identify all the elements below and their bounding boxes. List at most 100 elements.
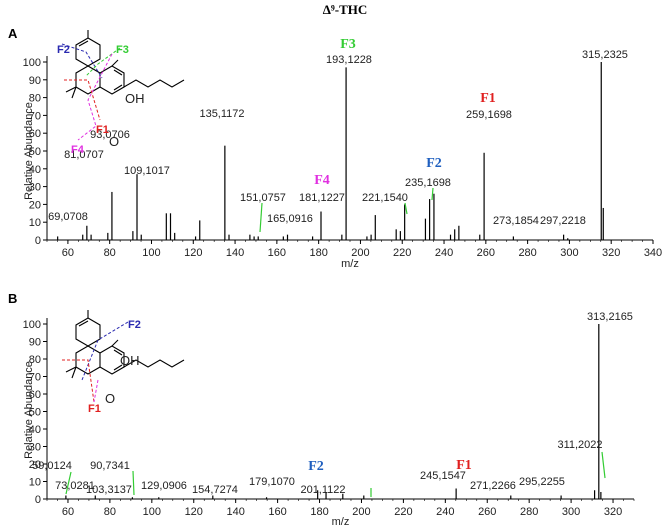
peak-label: 81,0707 xyxy=(64,149,104,161)
gem-methyl-bond xyxy=(71,86,77,99)
structure-label-o: O xyxy=(109,134,119,149)
f1-cleavage-line xyxy=(93,379,99,403)
x-tick-label: 220 xyxy=(394,506,412,518)
y-tick-label: 40 xyxy=(29,164,41,176)
peak-label: 201,1122 xyxy=(300,484,345,496)
y-tick-label: 70 xyxy=(29,110,41,122)
structure-label-o: O xyxy=(105,391,115,406)
y-tick-label: 50 xyxy=(29,146,41,158)
y-tick-label: 0 xyxy=(35,494,41,506)
y-axis-label: Relative Abundance xyxy=(23,102,35,200)
peak-label: 221,1540 xyxy=(362,192,408,204)
peak-label: 135,1172 xyxy=(199,108,244,120)
f1-cleavage-line xyxy=(64,79,101,121)
y-tick-label: 90 xyxy=(29,75,41,87)
structure-label-f4: F4 xyxy=(71,144,85,156)
peak-label: 315,2325 xyxy=(582,49,628,61)
aromatic-ring xyxy=(99,65,125,95)
x-tick-label: 200 xyxy=(352,506,370,518)
peak-label: 109,1017 xyxy=(124,165,170,177)
f2-cleavage-line xyxy=(81,321,129,381)
peak-label: 90,7341 xyxy=(90,460,130,472)
structure-label-f1: F1 xyxy=(96,124,109,136)
gem-methyl-bond xyxy=(65,366,77,373)
peak-label-leader xyxy=(132,470,135,496)
x-tick-label: 260 xyxy=(477,247,495,259)
y-tick-label: 0 xyxy=(35,235,41,247)
x-tick-label: 220 xyxy=(393,247,411,259)
x-tick-label: 280 xyxy=(520,506,538,518)
peak-label: 181,1227 xyxy=(299,192,345,204)
double-bond xyxy=(78,320,89,327)
y-tick-label: 60 xyxy=(29,128,41,140)
peak-label: 259,1698 xyxy=(466,109,512,121)
peak-label: 73,0281 xyxy=(55,480,95,492)
peak-label-leader xyxy=(404,202,408,215)
cyclohexene-ring xyxy=(75,37,101,67)
aromatic-ring xyxy=(99,345,125,375)
fragment-label-f3: F3 xyxy=(340,37,356,52)
y-tick-label: 100 xyxy=(23,319,41,331)
structure-label-f2: F2 xyxy=(128,319,141,331)
structure-label-f3: F3 xyxy=(116,44,129,56)
peak-label-leader xyxy=(431,187,434,201)
x-tick-label: 140 xyxy=(226,247,244,259)
molecule-structure xyxy=(61,30,185,141)
peak-label-leader xyxy=(601,451,606,479)
y-tick-label: 70 xyxy=(29,372,41,384)
pentyl-chain xyxy=(123,359,185,368)
peak-label: 93,0706 xyxy=(90,129,130,141)
x-axis-label: m/z xyxy=(341,258,359,270)
y-tick-label: 50 xyxy=(29,407,41,419)
peak-label: 313,2165 xyxy=(587,311,633,323)
x-tick-label: 280 xyxy=(518,247,536,259)
panel-label: B xyxy=(8,291,17,306)
x-tick-label: 160 xyxy=(268,247,286,259)
peak-label: 295,2255 xyxy=(519,476,565,488)
panel-label: A xyxy=(8,26,18,41)
double-bond xyxy=(78,40,89,47)
x-tick-label: 80 xyxy=(104,506,116,518)
f3-cleavage-line xyxy=(85,47,121,77)
x-tick-label: 100 xyxy=(142,247,160,259)
x-tick-label: 300 xyxy=(562,506,580,518)
structure-label-f1: F1 xyxy=(88,403,101,415)
hydroxyl-bond xyxy=(111,339,119,347)
x-tick-label: 180 xyxy=(309,247,327,259)
peak-label: 179,1070 xyxy=(249,476,295,488)
peak-label: 103,3137 xyxy=(86,484,132,496)
structure-label-f2: F2 xyxy=(57,44,70,56)
y-tick-label: 30 xyxy=(29,182,41,194)
fragment-label-f2: F2 xyxy=(308,459,324,474)
y-tick-label: 60 xyxy=(29,389,41,401)
fragment-label-f2: F2 xyxy=(426,156,442,171)
f2-cleavage-line xyxy=(61,43,103,79)
x-tick-label: 300 xyxy=(560,247,578,259)
cyclohexene-ring xyxy=(75,317,101,347)
structure-label-oh: OH xyxy=(125,91,145,106)
x-tick-label: 140 xyxy=(226,506,244,518)
aromatic-double-bond xyxy=(113,84,123,91)
y-tick-label: 10 xyxy=(29,477,41,489)
x-tick-label: 120 xyxy=(184,247,202,259)
peak-label: 297,2218 xyxy=(540,215,586,227)
fragment-label-f1: F1 xyxy=(480,91,496,106)
y-tick-label: 10 xyxy=(29,217,41,229)
peak-label-leader xyxy=(259,202,263,233)
y-tick-label: 30 xyxy=(29,442,41,454)
y-tick-label: 40 xyxy=(29,424,41,436)
x-tick-label: 260 xyxy=(478,506,496,518)
y-tick-label: 80 xyxy=(29,93,41,105)
peak-label: 311,2022 xyxy=(557,439,602,451)
molecule-structure xyxy=(62,310,185,403)
fragment-label-f1: F1 xyxy=(456,458,472,473)
peak-label: 165,0916 xyxy=(267,213,313,225)
f4-cleavage-line xyxy=(77,53,113,141)
gem-methyl-bond xyxy=(71,366,77,379)
fragment-label-f4: F4 xyxy=(314,173,330,188)
aromatic-double-bond xyxy=(113,349,123,356)
y-tick-label: 20 xyxy=(29,199,41,211)
peak-label: 151,0757 xyxy=(240,192,286,204)
